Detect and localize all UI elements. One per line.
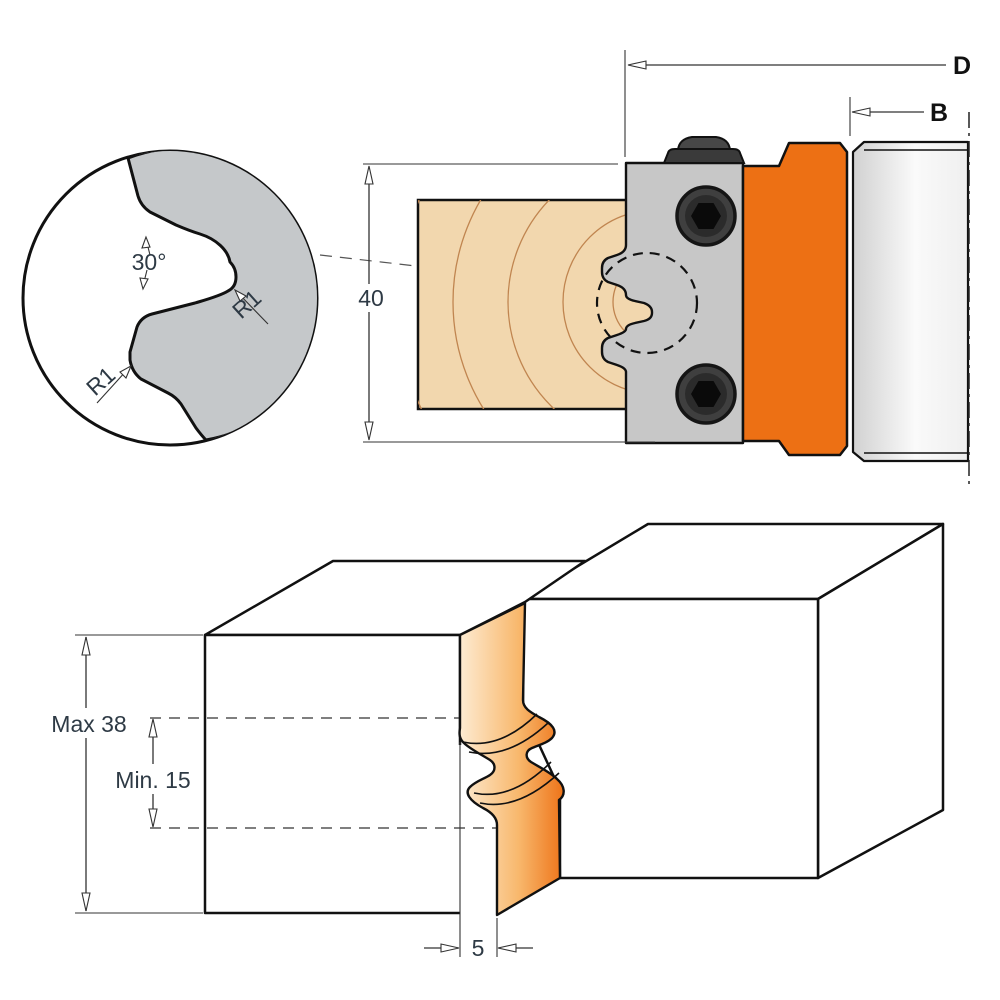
cutterhead-section-view: 40 D B	[319, 50, 971, 487]
dimension-5: 5	[424, 742, 533, 961]
right-block	[521, 522, 945, 880]
wood-board	[416, 198, 657, 411]
dim-40-label: 40	[358, 285, 384, 311]
dimension-min15: Min. 15	[112, 718, 196, 828]
dimension-D: D	[624, 50, 971, 157]
spindle-cylinder	[851, 140, 970, 463]
dimension-max38: Max 38	[50, 634, 203, 914]
dim-B-label: B	[930, 99, 948, 127]
hex-screw-bottom	[675, 363, 737, 425]
joint-ridge-lines	[462, 713, 560, 806]
angle-label: 30°	[132, 249, 167, 275]
angle-annotation: 30°	[132, 235, 167, 291]
hex-screw-top	[675, 185, 737, 247]
cutter-body	[741, 141, 849, 457]
wood-grain-arcs	[418, 200, 655, 409]
dim-D-label: D	[953, 52, 971, 80]
cap-screw	[662, 136, 746, 164]
machined-joint-faces	[458, 601, 565, 917]
workpiece-joint-view: Max 38 Min. 15 5	[50, 522, 945, 961]
dimension-B: B	[849, 97, 948, 136]
max-dim-label: Max 38	[51, 711, 126, 737]
profile-detail-view: 30° R1 R1	[21, 149, 319, 447]
min-dim-label: Min. 15	[115, 767, 190, 793]
left-block	[203, 559, 587, 915]
detail-circle-marker	[595, 251, 699, 355]
offset-dim-label: 5	[472, 935, 485, 961]
knife-profile-silhouette	[126, 151, 317, 442]
dimension-40: 40	[352, 163, 655, 443]
